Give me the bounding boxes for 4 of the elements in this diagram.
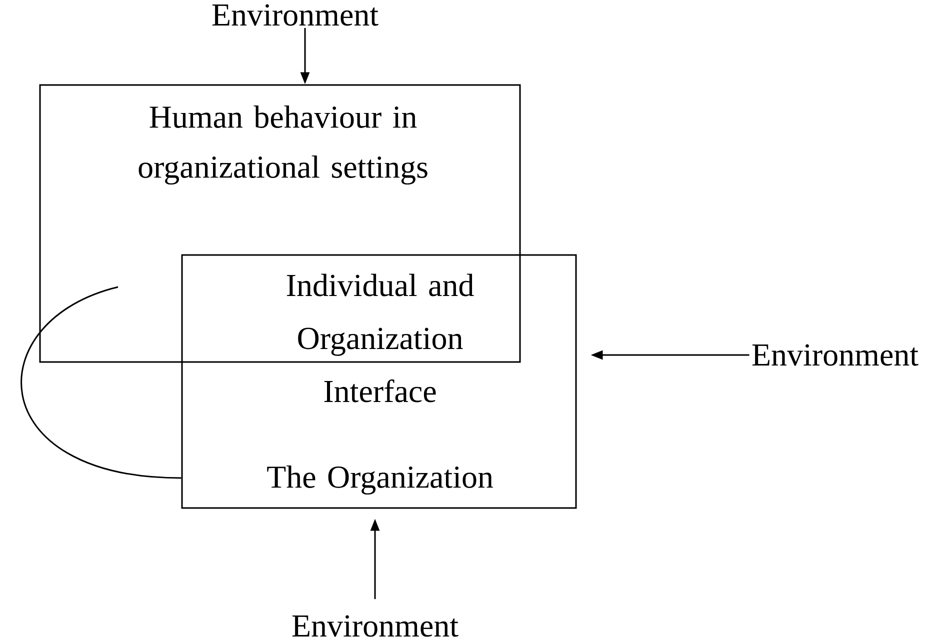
label-text: Environment	[292, 615, 458, 637]
label-text: Environment	[752, 344, 918, 366]
label-text: Environment	[212, 4, 378, 26]
box: Individual and Organization Interface The Organization	[181, 254, 577, 509]
